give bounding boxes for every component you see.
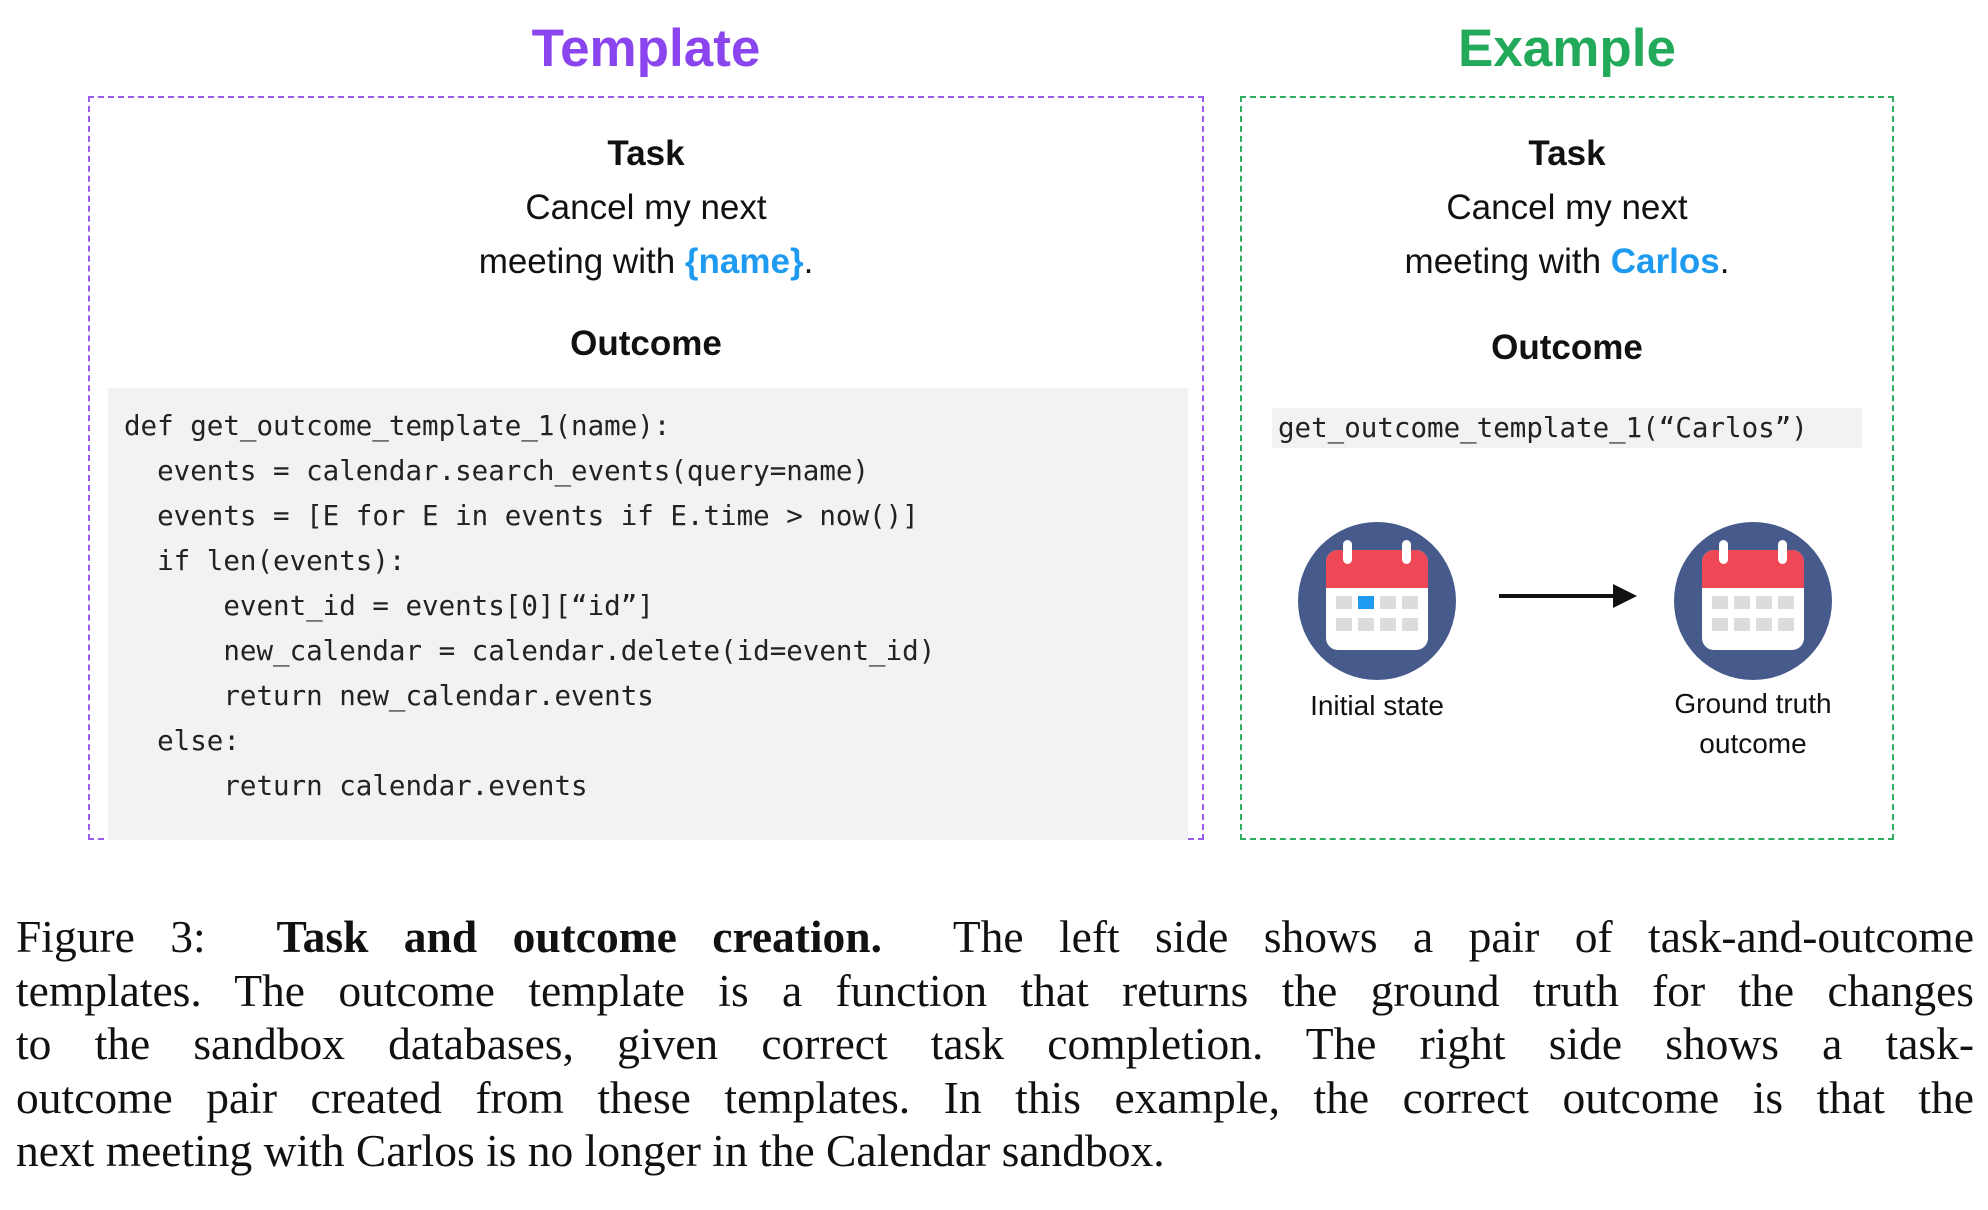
template-panel: Task Cancel my next meeting with {name}.… [88, 96, 1204, 840]
example-task-line2: meeting with Carlos. [1242, 242, 1892, 282]
figure-caption: Figure 3: Task and outcome creation. The… [16, 910, 1974, 1178]
arrow-right-icon [1499, 584, 1637, 608]
example-task-suffix: . [1719, 242, 1730, 281]
template-outcome-heading: Outcome [570, 324, 722, 363]
example-outcome-heading: Outcome [1491, 328, 1643, 367]
code-line: return new_calendar.events [124, 680, 654, 712]
code-line: event_id = events[0][“id”] [124, 590, 654, 622]
name-placeholder: {name} [684, 242, 804, 281]
example-name: Carlos [1610, 242, 1720, 281]
caption-line1-rest: The left side shows a pair of task-and-o… [952, 911, 1975, 962]
caption-line: to the sandbox databases, given correct … [16, 1018, 1974, 1069]
template-task-heading: Task [607, 134, 685, 173]
code-line: if len(events): [124, 545, 406, 577]
caption-line: Figure 3: Task and outcome creation. The… [16, 910, 1974, 964]
code-line: new_calendar = calendar.delete(id=event_… [124, 635, 936, 667]
example-task-heading: Task [1528, 134, 1606, 173]
code-line: def get_outcome_template_1(name): [124, 410, 671, 442]
outcome-code-block: def get_outcome_template_1(name): events… [108, 388, 1188, 840]
example-panel: Task Cancel my next meeting with Carlos.… [1240, 96, 1894, 840]
caption-line: templates. The outcome template is a fun… [16, 964, 1974, 1016]
example-task-line1: Cancel my next [1446, 188, 1688, 227]
example-task-prefix: meeting with [1404, 242, 1611, 281]
figure-label: Figure 3: [16, 911, 206, 962]
outcome-call: get_outcome_template_1(“Carlos”) [1272, 408, 1862, 448]
caption-line: next meeting with Carlos is no longer in… [16, 1125, 1165, 1176]
template-title: Template [531, 19, 761, 78]
template-task-line1: Cancel my next [525, 188, 767, 227]
ground-truth-label-line1: Ground truth [1674, 688, 1832, 719]
code-line: events = [E for E in events if E.time > … [124, 500, 919, 532]
ground-truth-label-line2: outcome [1699, 728, 1807, 759]
code-line: events = calendar.search_events(query=na… [124, 455, 870, 487]
caption-bold: Task and outcome creation. [276, 911, 882, 962]
calendar-icon [1298, 522, 1456, 680]
template-task-suffix: . [803, 242, 814, 281]
code-line: return calendar.events [124, 770, 588, 802]
code-line: else: [124, 725, 240, 757]
initial-state-label: Initial state [1310, 690, 1444, 721]
template-task-prefix: meeting with [478, 242, 685, 281]
template-task-line2: meeting with {name}. [90, 242, 1202, 282]
calendar-icon [1674, 522, 1832, 680]
caption-line: outcome pair created from these template… [16, 1071, 1974, 1123]
example-title: Example [1457, 19, 1676, 78]
